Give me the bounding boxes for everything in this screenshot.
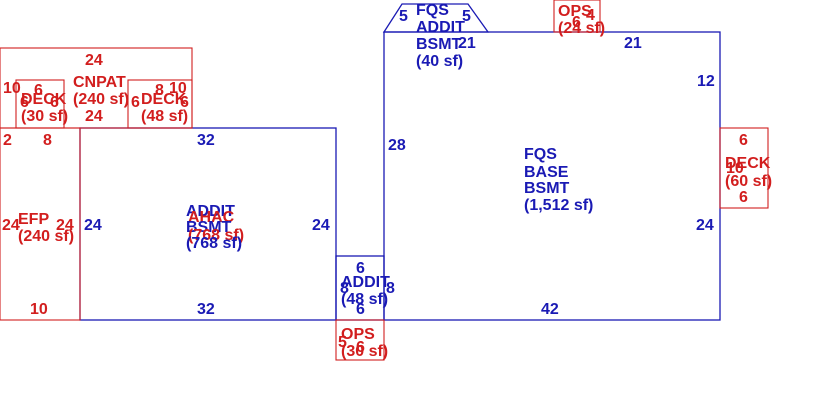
dim-deck-mid-top: 8	[155, 82, 164, 99]
dim-addit-left: 24	[84, 217, 102, 234]
deck-right-outline	[719, 127, 769, 209]
deck-mid-area: (48 sf)	[141, 108, 188, 125]
dim-ops-bottom-side: 5	[338, 334, 347, 351]
ops-bottom-area: (30 sf)	[341, 343, 388, 360]
dim-addit-top: 32	[197, 132, 215, 149]
deck-left-outline	[15, 79, 65, 129]
ops-bottom-label: OPS	[341, 326, 375, 343]
dim-ops-bottom-num: 6	[356, 339, 365, 356]
dim-deck-left-r: 6	[50, 94, 59, 111]
deck-left-area: (30 sf)	[21, 108, 68, 125]
deck-mid-outline	[127, 79, 193, 129]
dim-efp-left: 24	[2, 217, 20, 234]
dim-cnpat-bottom: 24	[85, 108, 103, 125]
dim-deck-mid-r: 6	[180, 94, 189, 111]
dim-efp-top-left: 2	[3, 132, 12, 149]
dim-addit-bottom: 32	[197, 301, 215, 318]
dim-fqs-bottom: 42	[541, 301, 559, 318]
dim-efp-top: 8	[43, 132, 52, 149]
dim-top-bay-right: 5	[462, 8, 471, 25]
dim-small-right: 8	[386, 280, 395, 297]
addit-bsmt-label-1: ADDIT	[186, 203, 235, 220]
dim-fqs-right: 12	[697, 73, 715, 90]
fqs-top-label-1: FQS	[416, 2, 449, 19]
small-addit-area: (48 sf)	[341, 291, 388, 308]
addit-bsmt-overlay-area: (768 sf)	[188, 227, 244, 244]
efp-label: EFP	[18, 211, 49, 228]
dim-fqs-top: 21	[624, 35, 642, 52]
fqs-top-label-3: BSMT	[416, 36, 462, 53]
dim-small-top: 6	[356, 260, 365, 277]
addit-bsmt-label-2: BSMT	[186, 219, 232, 236]
cnpat-label: CNPAT	[73, 74, 126, 91]
ops-bottom-outline	[335, 319, 385, 361]
deck-right-label: DECK	[725, 155, 771, 172]
efp-area: (240 sf)	[18, 228, 74, 245]
dim-efp-right: 24	[56, 217, 74, 234]
deck-right-area: (60 sf)	[725, 173, 772, 190]
ops-top-label: OPS	[558, 3, 592, 20]
dim-deck-mid-l: 6	[131, 94, 140, 111]
dim-fqs-left: 28	[388, 137, 406, 154]
dim-fqs-right-lower: 24	[696, 217, 714, 234]
dim-top-bay-left: 5	[399, 8, 408, 25]
dim-addit-right: 24	[312, 217, 330, 234]
deck-mid-label: DECK	[141, 91, 187, 108]
dim-efp-bottom: 10	[30, 301, 48, 318]
dim-ops-top-num: 6	[572, 14, 581, 31]
fqs-base-area: (1,512 sf)	[524, 197, 593, 214]
dim-deck-right-top: 6	[739, 132, 748, 149]
fqs-base-label-3: BSMT	[524, 180, 570, 197]
small-addit-label: ADDIT	[341, 274, 390, 291]
dim-deck-right-bottom: 6	[739, 189, 748, 206]
ops-top-area: (24 sf)	[558, 20, 605, 37]
ops-top-outline	[553, 0, 601, 33]
fqs-base-label-1: FQS	[524, 146, 557, 163]
fqs-top-area: (40 sf)	[416, 53, 463, 70]
addit-bsmt-area: (768 sf)	[186, 235, 242, 252]
dim-deck-left-top: 6	[34, 82, 43, 99]
addit-bsmt-overlay: AHAC	[188, 209, 235, 226]
dim-deck-left-l: 6	[20, 94, 29, 111]
deck-left-label: DECK	[21, 91, 67, 108]
fqs-top-bay-outline	[382, 3, 490, 33]
fqs-base-label-2: BASE	[524, 164, 569, 181]
cnpat-area: (240 sf)	[73, 91, 129, 108]
fqs-top-label-2: ADDIT	[416, 19, 465, 36]
dim-deck-right-side: 10	[726, 160, 744, 177]
dim-fqs-top-left: 21	[458, 35, 476, 52]
dim-ops-top-side: 4	[586, 7, 595, 24]
dim-deck-left-left: 10	[3, 80, 21, 97]
dim-small-bottom: 6	[356, 301, 365, 318]
dim-small-left: 8	[340, 280, 349, 297]
dim-cnpat-top: 24	[85, 52, 103, 69]
dim-deck-mid-right: 10	[169, 80, 187, 97]
